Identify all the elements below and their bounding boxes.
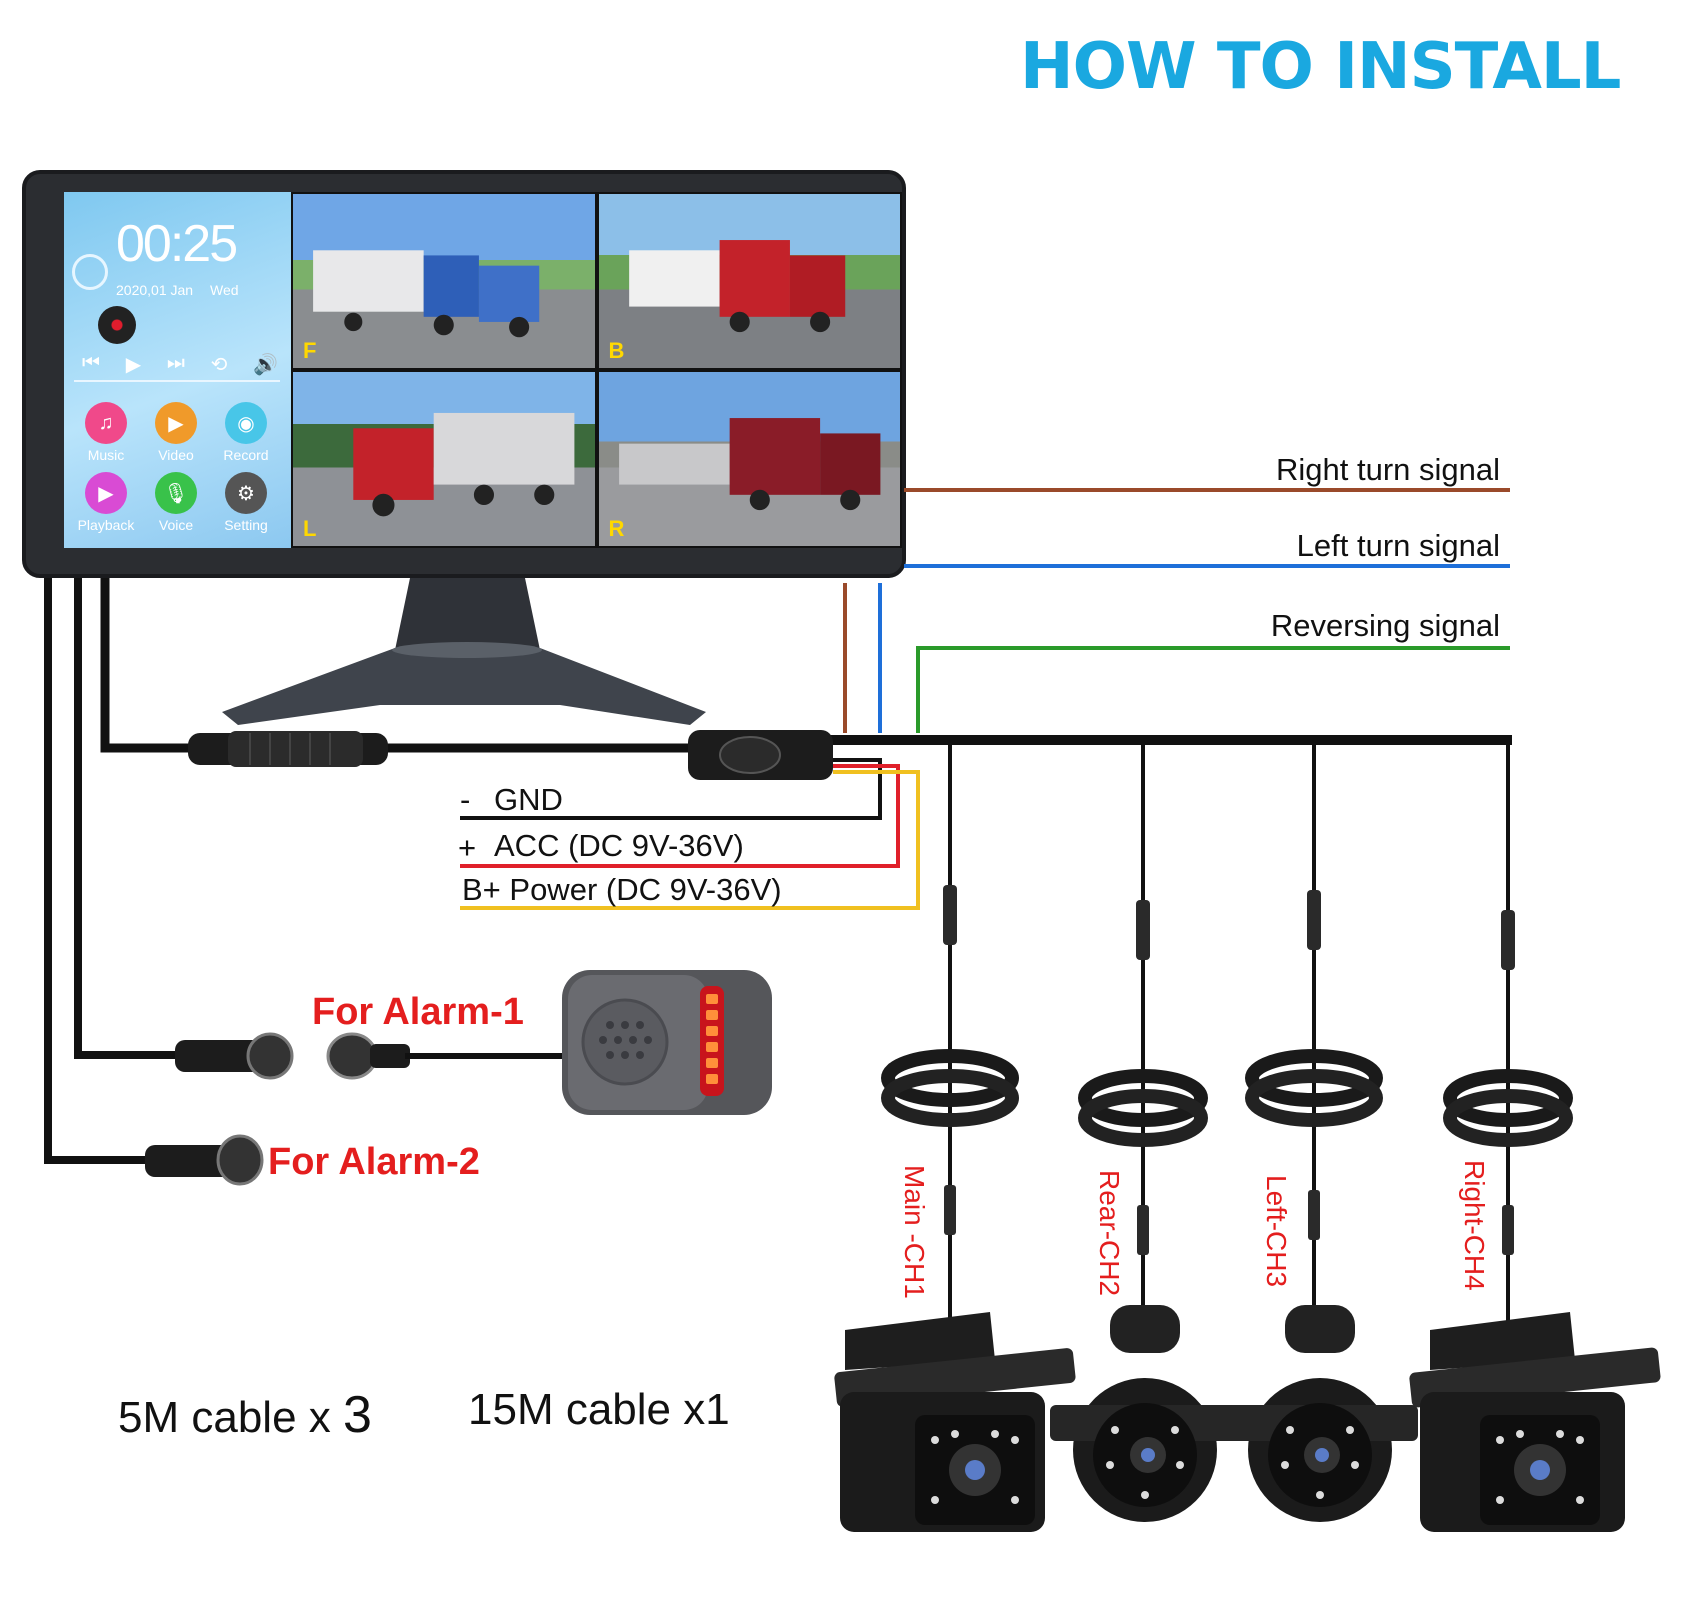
page-title: HOW TO INSTALL xyxy=(1020,30,1621,104)
app-label: Music xyxy=(87,447,125,463)
cable-note-5m: 5M cable x 3 xyxy=(118,1385,372,1445)
alarm1-cable xyxy=(74,578,180,1059)
right-turn-label: Right turn signal xyxy=(1276,452,1500,487)
cable-5m-label: 5M cable x xyxy=(118,1393,331,1442)
monitor-stand-base xyxy=(222,648,706,725)
app-label: Video xyxy=(158,447,194,463)
alarm2-cable xyxy=(44,578,148,1164)
app-voice[interactable]: 🎙 Voice xyxy=(144,472,208,533)
camera-branch-2 xyxy=(1078,740,1208,1330)
camera-branch-1 xyxy=(881,740,1019,1330)
camera-view-left[interactable]: L xyxy=(293,372,595,546)
monitor-screen: 00:25 2020,01 Jan Wed ⏮ ▶ ⏭ ⟲ 🔊 ♫ Music … xyxy=(64,192,902,548)
app-label: Playback xyxy=(77,517,135,533)
repeat-icon[interactable]: ⟲ xyxy=(210,354,228,376)
gnd-label: GND xyxy=(494,782,563,817)
day: Wed xyxy=(210,282,239,298)
app-label: Voice xyxy=(158,517,194,533)
left-turn-label: Left turn signal xyxy=(1297,528,1500,563)
camera-label-ch2: Rear-CH2 xyxy=(1094,1170,1125,1296)
alarm1-connector xyxy=(175,1032,570,1080)
camera-left-ch3 xyxy=(1228,1305,1418,1522)
app-video[interactable]: ▶ Video xyxy=(144,402,208,463)
camera-view-back[interactable]: B xyxy=(598,194,900,368)
alarm-speaker xyxy=(562,970,772,1115)
power-connector-left xyxy=(188,731,388,767)
acc-sign: + xyxy=(458,830,476,865)
play-icon: ▶ xyxy=(155,402,197,444)
bplus-label: B+ Power (DC 9V-36V) xyxy=(462,872,782,907)
view-label-left: L xyxy=(303,516,317,541)
cable-5m-count: 3 xyxy=(343,1386,372,1444)
camera-main-ch1 xyxy=(834,1312,1076,1532)
view-label-back: B xyxy=(608,338,625,363)
playback-icon: ▶ xyxy=(85,472,127,514)
view-label-right: R xyxy=(608,516,625,541)
music-icon: ♫ xyxy=(85,402,127,444)
view-label-front: F xyxy=(303,338,317,363)
bplus-wire xyxy=(460,770,920,910)
media-controls: ⏮ ▶ ⏭ ⟲ 🔊 xyxy=(82,352,278,377)
home-menu: 00:25 2020,01 Jan Wed ⏮ ▶ ⏭ ⟲ 🔊 ♫ Music … xyxy=(64,192,291,548)
play-icon[interactable]: ▶ xyxy=(125,354,142,376)
camera-view-front[interactable]: F xyxy=(293,194,595,368)
record-icon: ◉ xyxy=(225,402,267,444)
reversing-label: Reversing signal xyxy=(1271,608,1500,643)
camera-right-ch4 xyxy=(1409,1312,1661,1532)
clock: 00:25 xyxy=(116,215,238,273)
date: 2020,01 Jan xyxy=(116,282,194,298)
alarm2-connector xyxy=(145,1134,264,1186)
camera-label-ch3: Left-CH3 xyxy=(1261,1175,1292,1287)
reversing-wire xyxy=(916,646,1510,733)
gnd-sign: - xyxy=(460,782,470,817)
camera-branch-3 xyxy=(1245,740,1383,1330)
power-connector-right xyxy=(688,730,833,780)
app-music[interactable]: ♫ Music xyxy=(74,402,138,463)
next-icon[interactable]: ⏭ xyxy=(166,352,185,374)
camera-label-ch4: Right-CH4 xyxy=(1459,1160,1490,1291)
camera-view-right[interactable]: R xyxy=(598,372,900,546)
app-playback[interactable]: ▶ Playback xyxy=(74,472,138,533)
acc-wire xyxy=(460,764,900,868)
monitor-stand-neck xyxy=(395,578,540,650)
gnd-wire xyxy=(460,758,882,820)
app-record[interactable]: ◉ Record xyxy=(214,402,278,463)
app-setting[interactable]: ⚙ Setting xyxy=(214,472,278,533)
cable-note-15m: 15M cable x1 xyxy=(468,1385,730,1434)
volume-icon[interactable]: 🔊 xyxy=(253,354,278,376)
camera-views: F B L R xyxy=(291,192,902,548)
app-label: Setting xyxy=(224,517,268,533)
camera-branch-4 xyxy=(1443,740,1573,1330)
app-label: Record xyxy=(223,447,269,463)
previous-icon[interactable]: ⏮ xyxy=(82,352,100,374)
power-cable xyxy=(100,578,190,753)
alarm1-label: For Alarm-1 xyxy=(312,991,524,1033)
music-disc-icon xyxy=(98,306,136,344)
alarm2-label: For Alarm-2 xyxy=(268,1141,480,1183)
microphone-icon: 🎙 xyxy=(155,472,197,514)
acc-label: ACC (DC 9V-36V) xyxy=(494,828,744,863)
camera-rear-ch2 xyxy=(1050,1305,1240,1522)
gear-icon: ⚙ xyxy=(225,472,267,514)
camera-label-ch1: Main -CH1 xyxy=(899,1165,930,1299)
menu-divider xyxy=(74,380,280,382)
search-icon[interactable] xyxy=(72,254,108,290)
